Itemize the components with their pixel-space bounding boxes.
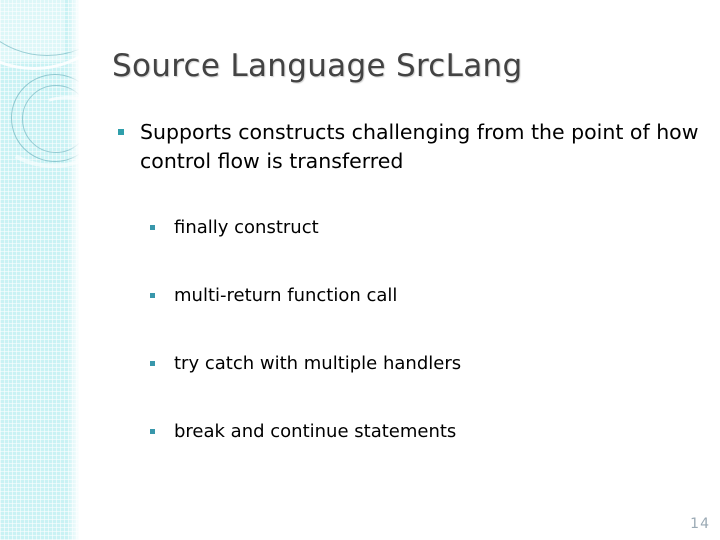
slide-body: Supports constructs challenging from the… [112, 118, 708, 444]
bullet-item-level2: try catch with multiple handlers [112, 352, 708, 376]
bullet-level1-text: Supports constructs challenging from the… [140, 120, 699, 173]
dot-bullet-icon [150, 225, 155, 230]
decorative-arc-top-outline-icon [0, 0, 79, 56]
bullet-item-level2: finally construct [112, 216, 708, 240]
square-bullet-icon [118, 129, 124, 135]
sidebar-edge-fade [67, 0, 79, 540]
dot-bullet-icon [150, 293, 155, 298]
slide-title: Source Language SrcLang [112, 48, 523, 84]
slide-page-number: 14 [690, 516, 710, 532]
bullet-level2-text: finally construct [174, 217, 319, 238]
slide-decorative-sidebar [0, 0, 79, 540]
decorative-arc-top-white-icon [0, 0, 79, 70]
bullet-level2-text: multi-return function call [174, 285, 398, 306]
bullet-item-level2: break and continue statements [112, 420, 708, 444]
bullet-level2-text: try catch with multiple handlers [174, 353, 462, 374]
bullet-level2-text: break and continue statements [174, 421, 457, 442]
decorative-circle-inner-icon [22, 85, 79, 153]
bullet-item-level1: Supports constructs challenging from the… [112, 118, 708, 176]
bullet-item-level2: multi-return function call [112, 284, 708, 308]
dot-bullet-icon [150, 361, 155, 366]
dot-bullet-icon [150, 429, 155, 434]
